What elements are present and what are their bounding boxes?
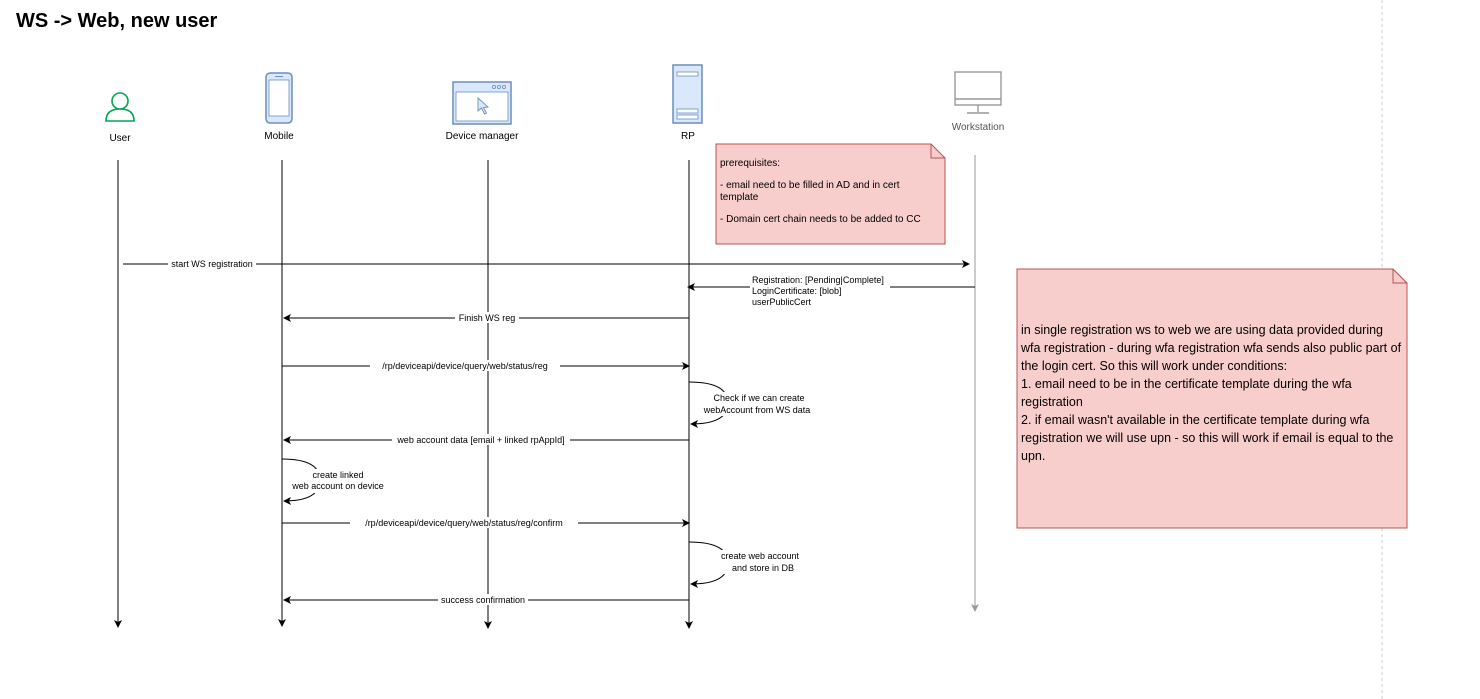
mobile-phone-icon bbox=[265, 72, 293, 124]
note-single-registration-paragraph: in single registration ws to web we are … bbox=[1021, 323, 1402, 373]
actor-label-user: User bbox=[109, 133, 131, 144]
msg-create-web-account-label-2: and store in DB bbox=[732, 563, 794, 573]
msg-create-linked-label-2: web account on device bbox=[291, 481, 384, 491]
actor-label-device-manager: Device manager bbox=[446, 131, 519, 142]
actor-label-workstation: Workstation bbox=[952, 122, 1005, 133]
msg-check-label-1: Check if we can create bbox=[713, 393, 804, 403]
msg-status-reg-confirm-label: /rp/deviceapi/device/query/web/status/re… bbox=[365, 518, 563, 528]
note-prerequisites-heading: prerequisites: bbox=[720, 158, 781, 169]
browser-window-icon bbox=[452, 81, 512, 125]
user-icon bbox=[105, 92, 135, 122]
note-single-registration-condition-2: 2. if email wasn't available in the cert… bbox=[1021, 413, 1394, 463]
msg-create-web-account-label-1: create web account bbox=[721, 551, 800, 561]
note-single-registration-condition-1: 1. email need to be in the certificate t… bbox=[1021, 377, 1352, 409]
msg-web-account-data-label: web account data [email + linked rpAppId… bbox=[396, 435, 564, 445]
msg-registration-label-2: LoginCertificate: [blob] bbox=[752, 286, 842, 296]
note-prerequisites-item-1: - email need to be filled in AD and in c… bbox=[720, 180, 900, 203]
server-icon bbox=[672, 64, 703, 124]
msg-finish-ws-reg-label: Finish WS reg bbox=[459, 313, 516, 323]
note-prerequisites-item-2: - Domain cert chain needs to be added to… bbox=[720, 214, 921, 225]
note-single-registration: in single registration ws to web we are … bbox=[1021, 321, 1405, 465]
msg-create-linked-label-1: create linked bbox=[312, 470, 363, 480]
msg-status-reg-label: /rp/deviceapi/device/query/web/status/re… bbox=[382, 361, 548, 371]
note-prerequisites: prerequisites: - email need to be filled… bbox=[720, 158, 930, 236]
actor-label-rp: RP bbox=[681, 131, 695, 142]
msg-registration-label-3: userPublicCert bbox=[752, 297, 812, 307]
msg-check-label-2: webAccount from WS data bbox=[703, 405, 811, 415]
msg-success-confirmation-label: success confirmation bbox=[441, 595, 525, 605]
note-single-registration-box bbox=[1016, 268, 1408, 529]
workstation-monitor-icon bbox=[954, 71, 1002, 114]
actor-label-mobile: Mobile bbox=[264, 131, 294, 142]
msg-start-ws-registration-label: start WS registration bbox=[171, 259, 253, 269]
diagram-title: WS -> Web, new user bbox=[16, 10, 218, 32]
note-prerequisites-box bbox=[715, 143, 946, 245]
msg-registration-label-1: Registration: [Pending|Complete] bbox=[752, 275, 884, 285]
